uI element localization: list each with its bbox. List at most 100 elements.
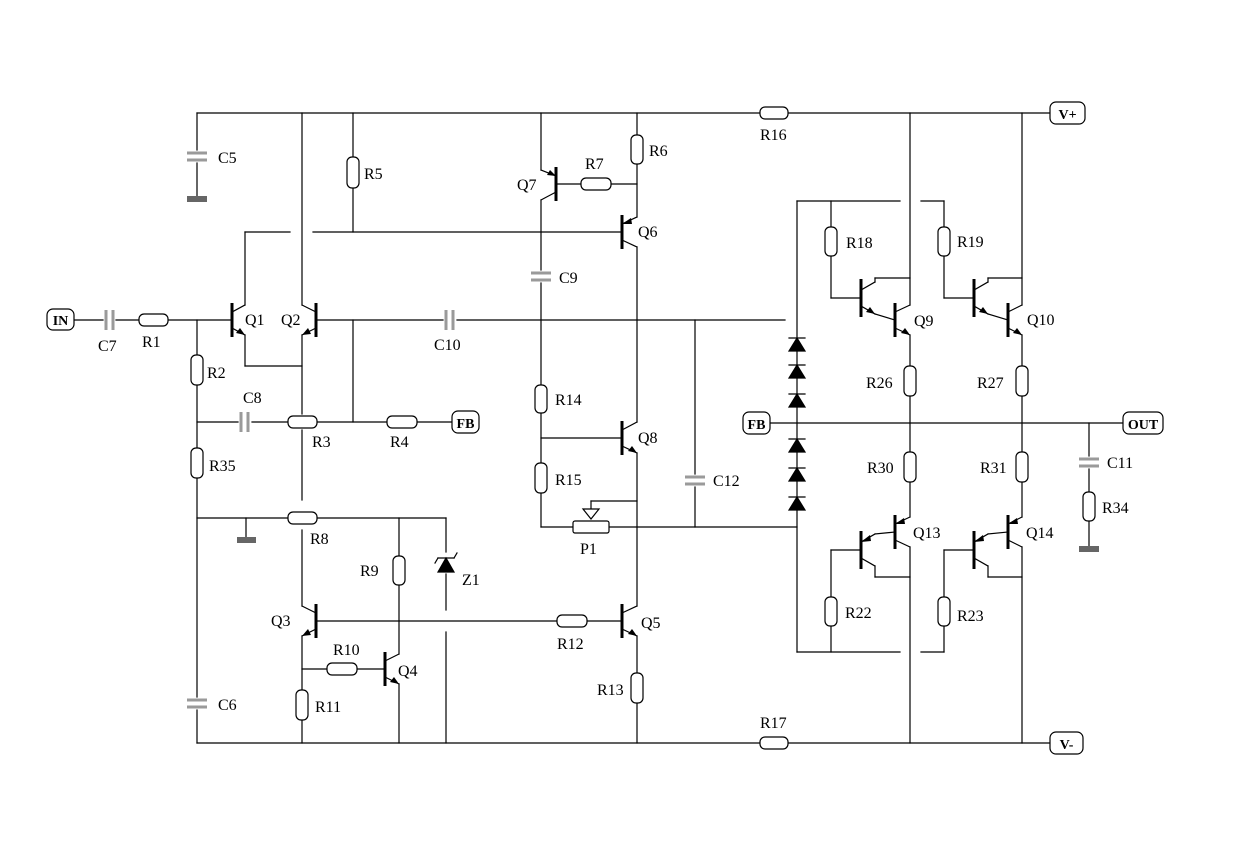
diode-1	[787, 336, 807, 352]
label-q9: Q9	[914, 313, 934, 330]
terminal-fb-left-label: FB	[457, 417, 475, 432]
label-r18: R18	[846, 235, 873, 252]
resistor-r16	[759, 106, 789, 120]
label-r27: R27	[977, 375, 1004, 392]
label-r10: R10	[333, 642, 360, 659]
label-q10: Q10	[1027, 312, 1055, 329]
transistor-q6	[620, 215, 638, 249]
resistor-r26	[903, 365, 917, 397]
label-q1: Q1	[245, 312, 265, 329]
label-c8: C8	[243, 390, 262, 407]
transistor-q14	[972, 515, 1023, 578]
resistor-r10	[326, 662, 358, 676]
resistor-r19	[937, 226, 951, 257]
label-r30: R30	[867, 460, 894, 477]
capacitor-c10	[444, 310, 455, 330]
label-r11: R11	[315, 699, 341, 716]
resistor-r11	[295, 689, 309, 721]
resistor-r15	[534, 462, 548, 494]
resistors	[138, 106, 1096, 750]
transistor-q13	[859, 515, 911, 578]
transistor-q2	[301, 303, 318, 337]
terminal-fb-left: FB	[451, 410, 480, 434]
terminal-in-label: IN	[53, 314, 69, 329]
resistor-r6	[630, 134, 644, 165]
terminal-out: OUT	[1122, 411, 1164, 435]
transistor-q7	[540, 167, 558, 201]
resistor-r12	[556, 614, 588, 628]
label-r17: R17	[760, 715, 787, 732]
label-c7: C7	[98, 338, 117, 355]
zener-z1	[434, 552, 458, 573]
capacitors	[104, 151, 1099, 709]
label-p1: P1	[580, 541, 597, 558]
transistor-q5	[620, 604, 638, 638]
label-q6: Q6	[638, 224, 658, 241]
grounds	[187, 196, 1099, 552]
resistor-r4	[386, 415, 418, 429]
diode-6	[787, 495, 807, 511]
transistors	[230, 167, 1023, 686]
transistor-q1	[230, 303, 246, 337]
transistor-q8	[620, 421, 638, 455]
capacitor-c9	[531, 271, 551, 282]
resistor-r18	[824, 226, 838, 257]
label-q8: Q8	[638, 430, 658, 447]
capacitor-c5	[187, 151, 207, 162]
resistor-r3	[287, 415, 318, 429]
label-r26: R26	[866, 375, 893, 392]
resistor-r35	[190, 447, 204, 479]
label-r12: R12	[557, 636, 584, 653]
transistor-q9	[859, 277, 911, 337]
diode-2	[787, 363, 807, 379]
transistor-q3	[301, 604, 318, 638]
label-c9: C9	[559, 270, 578, 287]
label-z1: Z1	[462, 572, 480, 589]
terminal-vminus-label: V-	[1060, 738, 1074, 753]
resistor-r13	[630, 672, 644, 704]
diode-5	[787, 466, 807, 482]
ground-c5	[187, 196, 207, 202]
label-r35: R35	[209, 458, 236, 475]
capacitor-c8	[239, 412, 250, 432]
resistor-r30	[903, 451, 917, 483]
label-c6: C6	[218, 697, 237, 714]
resistor-r2	[190, 354, 204, 386]
resistor-r14	[534, 384, 548, 414]
label-q7: Q7	[517, 177, 537, 194]
label-r9: R9	[360, 563, 379, 580]
resistor-r7	[580, 177, 612, 191]
capacitor-c7	[104, 310, 115, 330]
diode-4	[787, 437, 807, 453]
label-q2: Q2	[281, 312, 301, 329]
terminal-out-label: OUT	[1128, 418, 1159, 433]
label-q5: Q5	[641, 615, 661, 632]
diode-3	[787, 392, 807, 408]
transistor-q4	[383, 652, 400, 686]
capacitor-c11	[1079, 457, 1099, 468]
component-labels: Q1 Q2 Q3 Q4 Q5 Q6 Q7 Q8 Q9 Q10 Q13 Q14 R…	[98, 127, 1133, 732]
resistor-r23	[937, 596, 951, 627]
label-r22: R22	[845, 605, 872, 622]
diode-string	[787, 336, 807, 511]
ground-r34	[1079, 546, 1099, 552]
ground-r8	[237, 537, 256, 543]
resistor-r1	[138, 313, 169, 327]
label-c10: C10	[434, 337, 461, 354]
label-r6: R6	[649, 143, 668, 160]
label-r23: R23	[957, 608, 984, 625]
label-r3: R3	[312, 434, 331, 451]
potentiometer-p1	[572, 508, 610, 534]
label-r5: R5	[364, 166, 383, 183]
resistor-r27	[1015, 365, 1029, 397]
label-r7: R7	[585, 156, 604, 173]
label-r16: R16	[760, 127, 787, 144]
terminals: IN V+ V- OUT FB FB	[46, 101, 1164, 755]
capacitor-c6	[187, 698, 207, 709]
resistor-r34	[1082, 491, 1096, 522]
label-q3: Q3	[271, 613, 291, 630]
wires	[73, 112, 1124, 744]
terminal-vplus-label: V+	[1058, 108, 1076, 123]
label-r14: R14	[555, 392, 582, 409]
